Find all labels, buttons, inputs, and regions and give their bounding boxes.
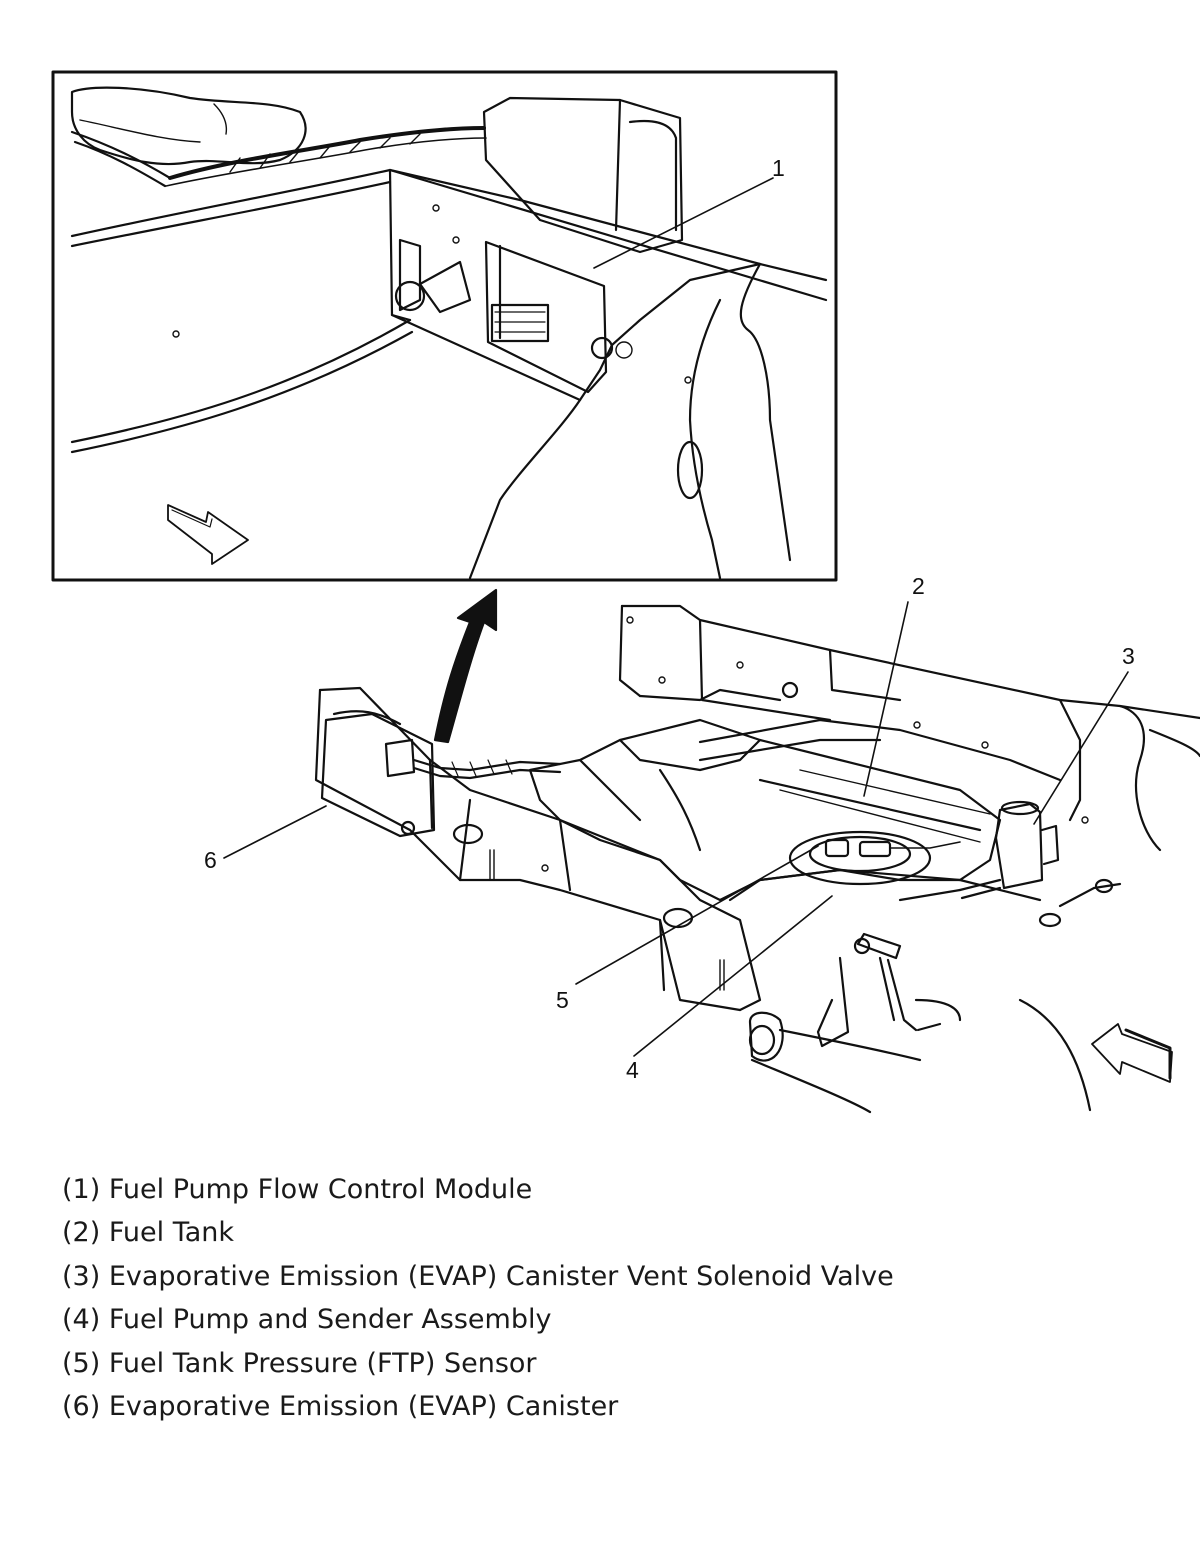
legend-item-2: (2) Fuel Tank [62,1217,235,1249]
leader-line-5 [575,845,819,985]
fuel-system-drawing: 1 2 3 4 5 6 [51,70,1200,1114]
leader-line-2 [863,601,909,797]
callout-2: 2 [912,573,925,599]
callout-1: 1 [772,155,785,181]
leader-line-1 [593,177,774,269]
main-underbody-view [223,601,1200,1114]
inset-reference-arrow-icon [433,588,498,744]
leader-line-3 [1033,671,1129,825]
callout-4: 4 [626,1057,639,1083]
legend-item-4: (4) Fuel Pump and Sender Assembly [62,1304,552,1336]
callout-5: 5 [556,987,569,1013]
parts-legend: (1) Fuel Pump Flow Control Module (2) Fu… [62,1168,894,1428]
inset-frame [51,70,838,582]
legend-item-3: (3) Evaporative Emission (EVAP) Canister… [62,1260,894,1292]
leader-line-6 [223,805,327,859]
inset-detail-view [51,70,838,582]
inset-direction-arrow-icon [167,504,249,565]
legend-item-1: (1) Fuel Pump Flow Control Module [62,1174,533,1205]
legend-item-5: (5) Fuel Tank Pressure (FTP) Sensor [62,1347,537,1379]
callout-3: 3 [1122,643,1135,669]
callout-6: 6 [204,847,217,873]
leader-line-4 [633,895,833,1057]
legend-item-6: (6) Evaporative Emission (EVAP) Canister [62,1391,619,1423]
